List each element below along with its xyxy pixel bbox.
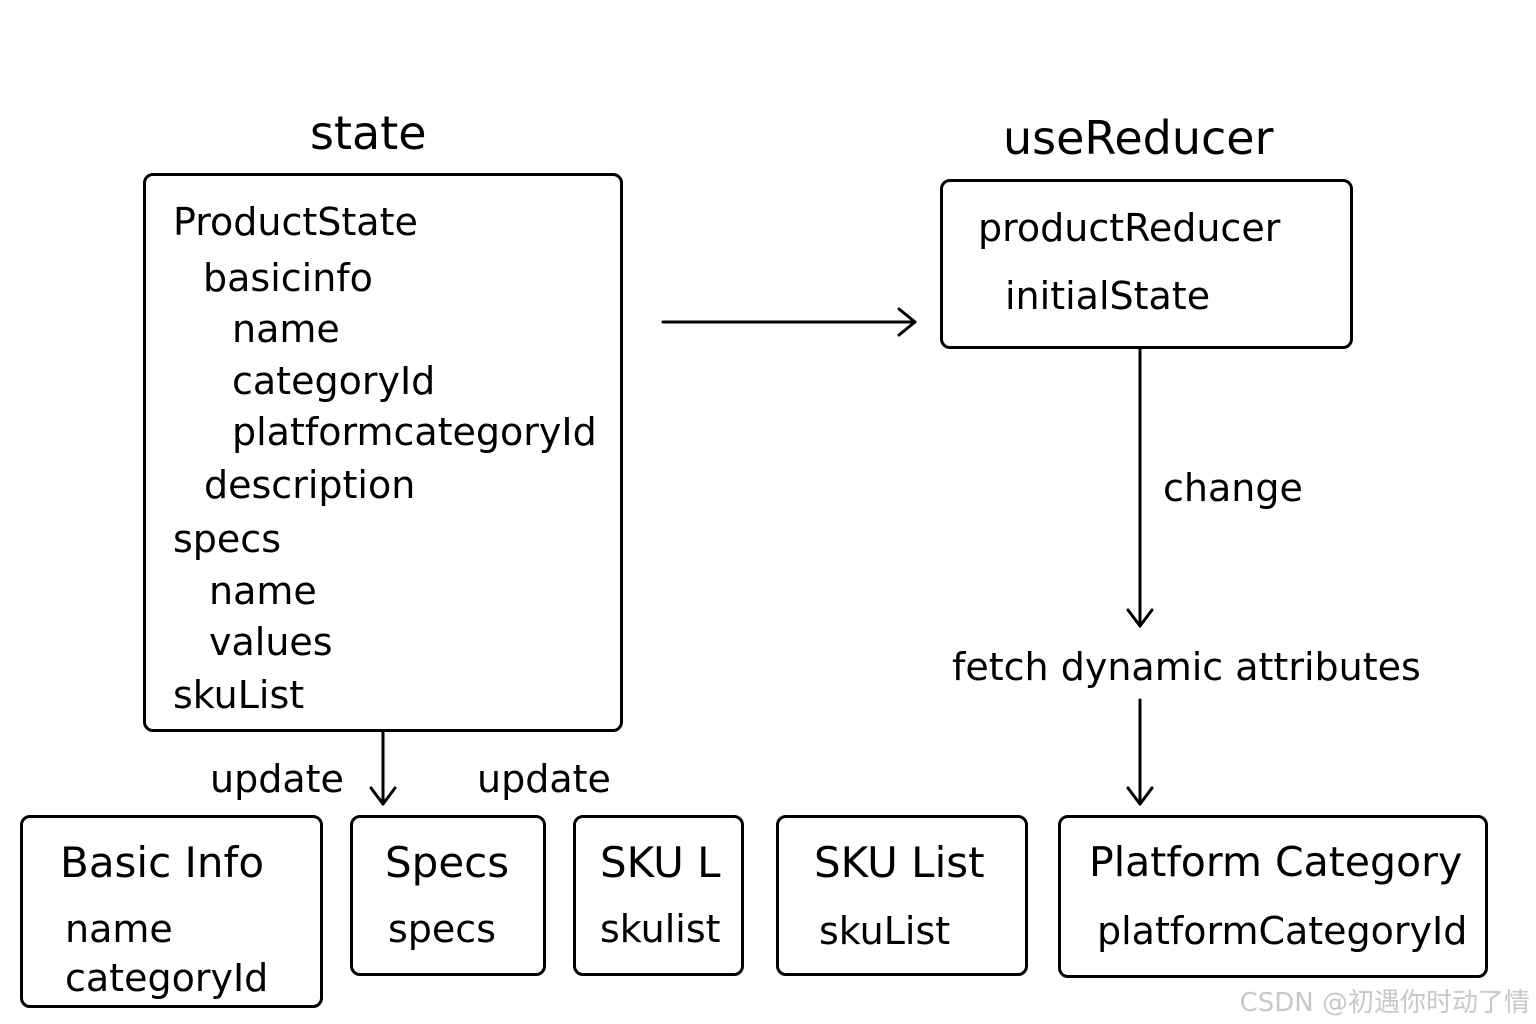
tree-sku-list: skuList (173, 673, 305, 717)
specs-title: Specs (385, 838, 510, 887)
tree-specs-name: name (209, 569, 317, 613)
basic-info-category-id: categoryId (65, 956, 269, 1000)
state-update-arrow (369, 730, 397, 806)
basic-info-title: Basic Info (60, 838, 265, 887)
fetch-label: fetch dynamic attributes (952, 645, 1421, 689)
change-label: change (1163, 466, 1303, 510)
state-title: state (310, 106, 427, 160)
tree-category-id: categoryId (232, 359, 436, 403)
state-to-reducer-arrow (661, 307, 917, 337)
watermark: CSDN @初遇你时动了情 (1239, 988, 1530, 1018)
sku-list-box: SKU List skuList (776, 815, 1028, 976)
reducer-initial-state: initialState (1005, 274, 1211, 318)
reducer-title: useReducer (1003, 111, 1274, 165)
platform-category-title: Platform Category (1089, 838, 1463, 886)
tree-description: description (204, 463, 416, 507)
specs-box: Specs specs (350, 815, 546, 976)
platform-category-line: platformCategoryId (1097, 909, 1468, 953)
reducer-to-fetch-arrow (1126, 346, 1154, 628)
sku-list-line: skuList (819, 909, 951, 953)
tree-product-state: ProductState (173, 200, 418, 244)
platform-category-box: Platform Category platformCategoryId (1058, 815, 1488, 978)
tree-basicinfo: basicinfo (203, 256, 373, 300)
reducer-product-reducer: productReducer (978, 206, 1281, 250)
tree-specs: specs (173, 517, 281, 561)
reducer-box: productReducer initialState (940, 179, 1353, 349)
sku-l-title: SKU L (600, 838, 721, 887)
tree-platform-category-id: platformcategoryId (232, 410, 597, 454)
fetch-to-platform-arrow (1126, 698, 1154, 806)
sku-l-box: SKU L skulist (573, 815, 744, 976)
update-label-right: update (477, 757, 611, 801)
tree-basic-name: name (232, 307, 340, 351)
update-label-left: update (210, 757, 344, 801)
sku-list-title: SKU List (814, 838, 985, 887)
specs-line: specs (388, 907, 496, 951)
basic-info-box: Basic Info name categoryId (20, 815, 323, 1008)
basic-info-name: name (65, 907, 173, 951)
state-box: ProductState basicinfo name categoryId p… (143, 173, 623, 732)
sku-l-line: skulist (600, 907, 721, 951)
tree-specs-values: values (209, 620, 333, 664)
